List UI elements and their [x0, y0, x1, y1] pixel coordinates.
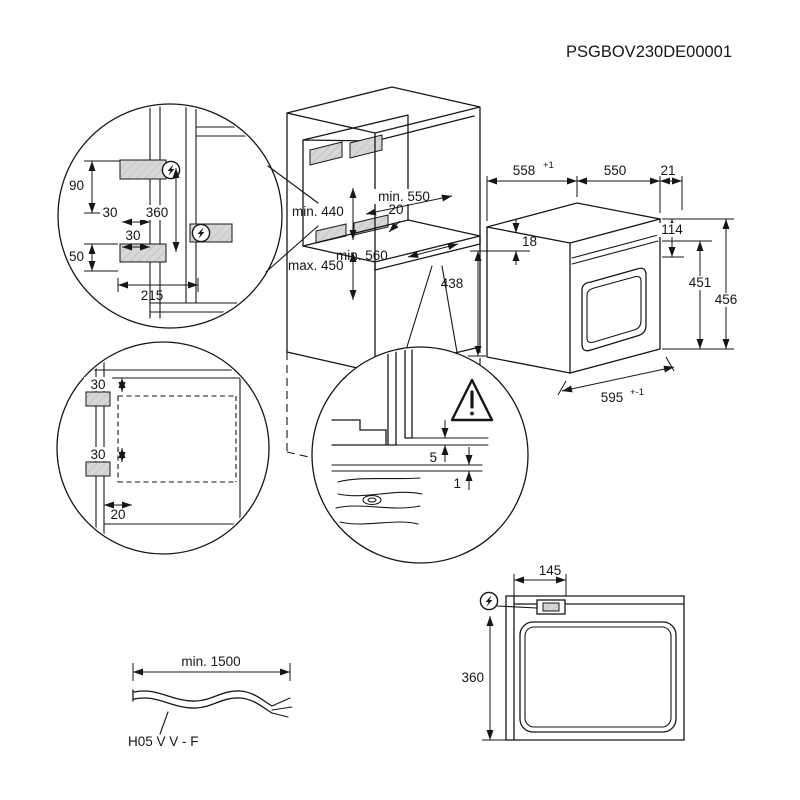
- dim-min440-label: min. 440: [292, 204, 344, 219]
- dim-21-label: 21: [660, 163, 675, 178]
- dim-18-label: 18: [522, 234, 537, 249]
- dim-min1500-label: min. 1500: [181, 654, 240, 669]
- lightning-icon: [191, 223, 211, 243]
- dim-20-label: 20: [110, 507, 125, 522]
- dim-20-label: 20: [388, 202, 403, 217]
- outlet-box: [349, 134, 383, 159]
- dim-456-label: 456: [715, 292, 738, 307]
- outlet-box: [119, 159, 167, 180]
- dim-558-tolerance: +1: [543, 160, 554, 171]
- callout-leader: [265, 165, 319, 273]
- cable-wire-ends: [271, 697, 293, 718]
- dim-90-label: 90: [69, 178, 84, 193]
- niche-side-detail-callout: 90 30 360 30 50 215: [57, 103, 283, 329]
- outlet-box: [315, 223, 347, 244]
- dim-30-bottom-label: 30: [90, 447, 105, 462]
- power-cable-diagram: min. 1500 H05 V V - F: [128, 654, 293, 749]
- wood-grain: [335, 477, 423, 525]
- dim-5-label: 5: [429, 450, 437, 465]
- niche-front-detail-callout: 30 30 20: [56, 341, 270, 555]
- detail-circle: [311, 346, 529, 564]
- dim-114-label: 114: [661, 222, 683, 237]
- oven-door-window: [581, 267, 647, 352]
- dim-30-lower-label: 30: [125, 228, 140, 243]
- terminal-box-inner: [542, 602, 560, 612]
- dim-145-label: 145: [539, 563, 562, 578]
- dim-min550-label: min. 550: [378, 189, 430, 204]
- dim-30-upper-label: 30: [102, 205, 117, 220]
- dim-360-label: 360: [461, 670, 484, 685]
- callout-leader: [496, 605, 538, 609]
- lightning-icon: [161, 160, 181, 180]
- dim-30-top-label: 30: [90, 377, 105, 392]
- cable-type-label: H05 V V - F: [128, 734, 199, 749]
- rear-clearance-detail-callout: 5 1: [311, 346, 529, 564]
- dim-595-label: 595: [601, 390, 624, 405]
- callout-leader: [405, 265, 459, 359]
- outlet-box: [85, 391, 111, 407]
- oven-top-view: 145 360: [461, 563, 685, 741]
- cable-line: [133, 690, 273, 707]
- dim-1-label: 1: [453, 476, 461, 491]
- cable-line: [133, 697, 273, 714]
- dim-558-label: 558: [513, 163, 536, 178]
- dim-360-label: 360: [146, 205, 169, 220]
- dim-438-label: 438: [441, 276, 464, 291]
- dim-595-tolerance: +-1: [630, 387, 644, 398]
- dim-451-label: 451: [689, 275, 712, 290]
- dim-50-label: 50: [69, 249, 84, 264]
- outlet-box: [85, 461, 111, 477]
- oven-isometric: 558 +1 550 21 18 114 451 456 438 595 +-1: [441, 160, 741, 405]
- callout-leader: [159, 711, 169, 735]
- dim-215-label: 215: [141, 288, 164, 303]
- dim-550-label: 550: [604, 163, 627, 178]
- drawing-code: PSGBOV230DE00001: [566, 43, 732, 61]
- cabinet-isometric: min. 550 min. 440 20 max. 450 min. 560: [286, 86, 481, 473]
- lightning-icon: [479, 591, 499, 611]
- dim-max450-label: max. 450: [288, 258, 344, 273]
- dim-min560-label: min. 560: [336, 248, 388, 263]
- warning-icon: [450, 378, 494, 422]
- outlet-box: [309, 141, 343, 166]
